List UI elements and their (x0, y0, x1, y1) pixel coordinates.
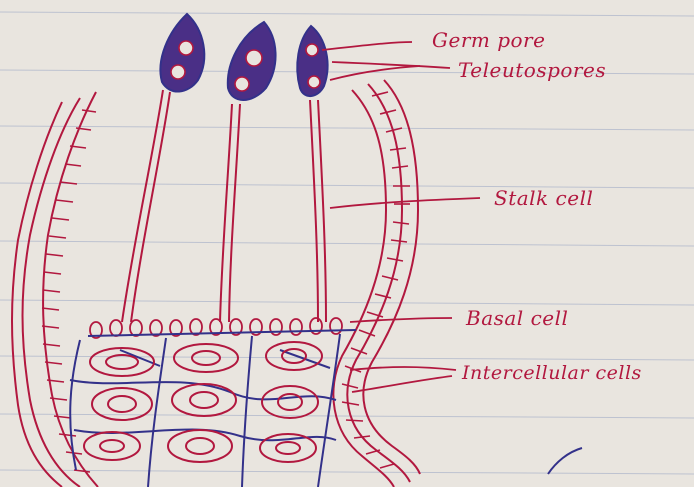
label-basal-cell: Basal cell (466, 306, 568, 330)
label-germ-pore: Germ pore (432, 28, 545, 52)
hyphae (70, 330, 356, 487)
teleutospore-2 (228, 22, 276, 100)
host-cells (84, 342, 322, 462)
right-paraphysis (333, 80, 420, 487)
label-intercellular-cells: Intercellular cells (462, 362, 642, 384)
leader-intercellular-a (350, 367, 456, 370)
leader-intercellular-b (352, 376, 452, 392)
leader-teleutospores-b (330, 66, 420, 80)
label-teleutospores: Teleutospores (458, 58, 606, 82)
left-paraphysis (12, 92, 98, 487)
leader-stalk-cell (330, 198, 480, 208)
stalk-cells (122, 90, 326, 322)
label-stalk-cell: Stalk cell (494, 186, 593, 210)
stray-stroke (548, 448, 582, 474)
leader-teleutospores-a (332, 62, 450, 68)
leader-germ-pore (322, 42, 412, 50)
teleutospore-3 (297, 26, 327, 96)
leader-basal-cell (350, 318, 452, 322)
teleutospore-1 (160, 14, 204, 92)
